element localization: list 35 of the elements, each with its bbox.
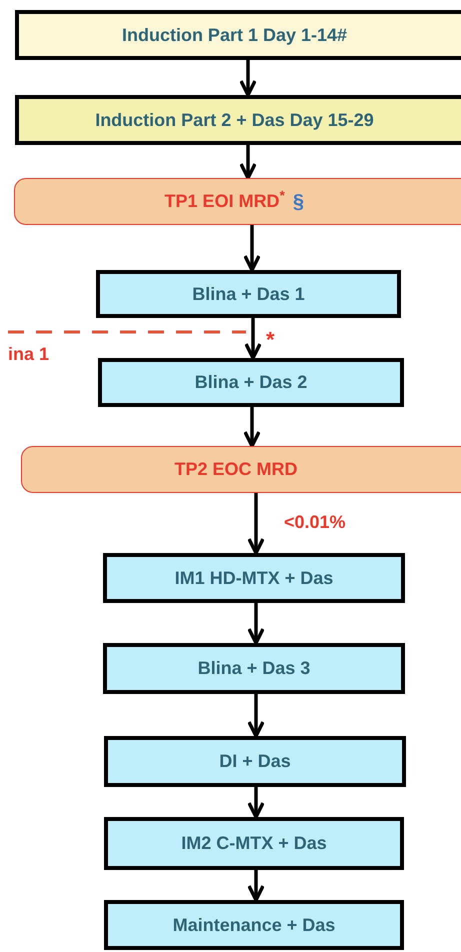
arrow [247, 870, 265, 902]
box-label: IM2 C-MTX + Das [181, 832, 327, 855]
truncated-label: ina 1 [8, 343, 50, 366]
footnote-mark: § [292, 190, 304, 214]
box-label: DI + Das [219, 750, 291, 773]
arrow [244, 318, 262, 360]
arrow [247, 787, 265, 819]
box-label: Induction Part 1 Day 1-14# [122, 24, 348, 47]
box-label: Blina + Das 1 [192, 282, 305, 306]
process-box [104, 817, 404, 870]
arrow [247, 493, 265, 555]
process-box [104, 900, 404, 950]
arrow [243, 407, 261, 448]
process-box [104, 736, 406, 787]
box-label: TP2 EOC MRD [174, 458, 298, 481]
arrow [239, 60, 257, 97]
box-label: TP1 EOI MRD$^{*}$ [164, 188, 285, 213]
footnote-mark: * [266, 326, 275, 354]
arrow [243, 225, 261, 272]
box-label: Blina + Das 3 [198, 657, 310, 680]
process-box [15, 95, 461, 145]
process-box [98, 358, 404, 407]
arrow [247, 694, 265, 738]
process-box [96, 270, 401, 318]
box-label: IM1 HD-MTX + Das [174, 566, 334, 590]
arrow [239, 145, 257, 180]
process-box [103, 643, 405, 694]
box-label: Maintenance + Das [172, 914, 336, 936]
process-box [103, 553, 405, 603]
checkpoint-box [21, 446, 461, 493]
box-label: Blina + Das 2 [194, 371, 308, 394]
checkpoint-box [14, 178, 461, 225]
process-box [15, 10, 461, 60]
box-label: Induction Part 2 + Das Day 15-29 [95, 108, 374, 132]
arrow [247, 603, 265, 645]
